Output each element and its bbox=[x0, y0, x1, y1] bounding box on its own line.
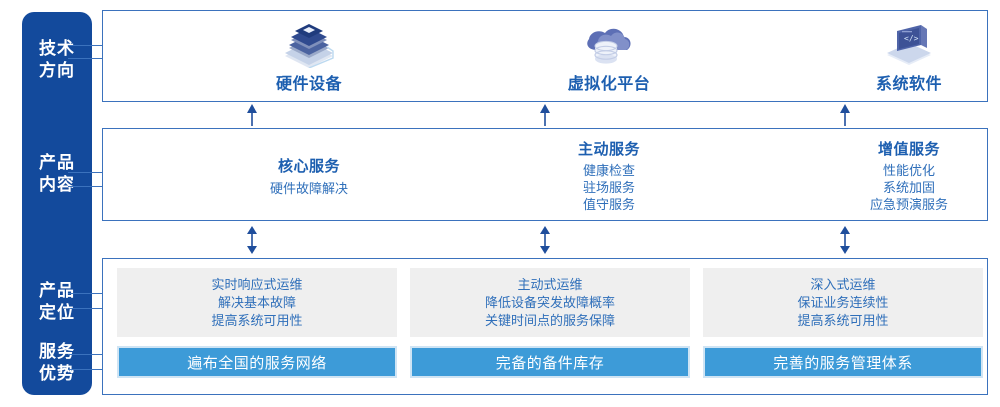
connector-line bbox=[68, 186, 103, 187]
connector-line bbox=[68, 308, 103, 309]
tech-direction-section: 硬件设备 虚拟化平台 bbox=[102, 10, 988, 102]
rail-label-line: 技术 bbox=[39, 39, 75, 58]
product-title: 增值服务 bbox=[877, 141, 940, 158]
connector-line bbox=[68, 58, 103, 59]
product-content-section: 核心服务 硬件故障解决 主动服务 健康检查 驻场服务 值守服务 增值服务 性能优… bbox=[102, 128, 988, 221]
positioning-line: 保证业务连续性 bbox=[797, 294, 889, 310]
left-rail: 技术 方向 产品 内容 产品 定位 服务 优势 bbox=[22, 12, 92, 395]
arrow-up-icon bbox=[245, 104, 259, 131]
server-stack-icon bbox=[277, 20, 341, 68]
rail-label-line: 优势 bbox=[39, 364, 75, 383]
arrow-up-down-icon bbox=[245, 226, 259, 259]
tech-title: 硬件设备 bbox=[275, 76, 342, 93]
rail-label-service-advantage: 服务 优势 bbox=[22, 341, 92, 385]
rail-label-tech-direction: 技术 方向 bbox=[22, 38, 92, 82]
connector-line bbox=[68, 354, 103, 355]
arrow-up-icon bbox=[538, 104, 552, 131]
positioning-panel: 主动式运维 降低设备突发故障概率 关键时间点的服务保障 bbox=[410, 268, 690, 337]
tech-title: 系统软件 bbox=[875, 76, 942, 93]
positioning-panel: 实时响应式运维 解决基本故障 提高系统可用性 bbox=[117, 268, 397, 337]
connector-line bbox=[68, 45, 103, 46]
svg-text:</>: </> bbox=[904, 34, 919, 43]
rail-label-product-positioning: 产品 定位 bbox=[22, 280, 92, 324]
connector-line bbox=[68, 369, 103, 370]
tech-column-virtualization[interactable]: 虚拟化平台 bbox=[459, 11, 759, 103]
product-item: 值守服务 bbox=[582, 197, 635, 212]
cloud-database-icon bbox=[577, 20, 641, 68]
service-advantage-bar[interactable]: 遍布全国的服务网络 bbox=[117, 346, 397, 378]
connector-line bbox=[68, 172, 103, 173]
arrow-up-icon bbox=[838, 104, 852, 131]
product-item: 硬件故障解决 bbox=[269, 180, 348, 196]
arrow-up-down-icon bbox=[838, 226, 852, 259]
product-column-active-service[interactable]: 主动服务 健康检查 驻场服务 值守服务 bbox=[459, 129, 759, 222]
rail-label-line: 方向 bbox=[39, 61, 75, 80]
rail-label-product-content: 产品 内容 bbox=[22, 152, 92, 196]
product-column-value-added-service[interactable]: 增值服务 性能优化 系统加固 应急预演服务 bbox=[759, 129, 1000, 222]
rail-label-line: 内容 bbox=[39, 175, 75, 194]
service-advantage-bar[interactable]: 完备的备件库存 bbox=[410, 346, 690, 378]
positioning-column-realtime[interactable]: 实时响应式运维 解决基本故障 提高系统可用性 遍布全国的服务网络 bbox=[117, 268, 397, 378]
product-title: 核心服务 bbox=[277, 157, 340, 175]
positioning-line: 主动式运维 bbox=[517, 276, 583, 292]
positioning-line: 提高系统可用性 bbox=[797, 312, 889, 328]
product-item: 健康检查 bbox=[582, 163, 635, 178]
product-column-core-service[interactable]: 核心服务 硬件故障解决 bbox=[159, 129, 459, 222]
positioning-line: 提高系统可用性 bbox=[211, 312, 303, 328]
connector-line bbox=[68, 293, 103, 294]
positioning-line: 实时响应式运维 bbox=[211, 276, 303, 292]
rail-label-line: 定位 bbox=[39, 303, 75, 322]
tech-column-hardware[interactable]: 硬件设备 bbox=[159, 11, 459, 103]
positioning-panel: 深入式运维 保证业务连续性 提高系统可用性 bbox=[703, 268, 983, 337]
laptop-code-icon: </> bbox=[877, 20, 941, 68]
positioning-column-proactive[interactable]: 主动式运维 降低设备突发故障概率 关键时间点的服务保障 完备的备件库存 bbox=[410, 268, 690, 378]
tech-column-system-software[interactable]: </> 系统软件 bbox=[759, 11, 1000, 103]
positioning-line: 解决基本故障 bbox=[217, 294, 296, 310]
product-title: 主动服务 bbox=[577, 141, 640, 158]
product-item: 性能优化 bbox=[882, 163, 935, 178]
positioning-column-indepth[interactable]: 深入式运维 保证业务连续性 提高系统可用性 完善的服务管理体系 bbox=[703, 268, 983, 378]
product-item: 应急预演服务 bbox=[869, 197, 948, 212]
positioning-line: 降低设备突发故障概率 bbox=[484, 294, 615, 310]
positioning-line: 关键时间点的服务保障 bbox=[484, 312, 615, 328]
product-item: 系统加固 bbox=[882, 180, 935, 195]
arrow-up-down-icon bbox=[538, 226, 552, 259]
positioning-line: 深入式运维 bbox=[810, 276, 876, 292]
service-advantage-bar[interactable]: 完善的服务管理体系 bbox=[703, 346, 983, 378]
rail-label-line: 产品 bbox=[39, 281, 75, 300]
tech-title: 虚拟化平台 bbox=[567, 76, 651, 93]
product-item: 驻场服务 bbox=[582, 180, 635, 195]
rail-label-line: 服务 bbox=[39, 342, 75, 361]
rail-label-line: 产品 bbox=[39, 153, 75, 172]
